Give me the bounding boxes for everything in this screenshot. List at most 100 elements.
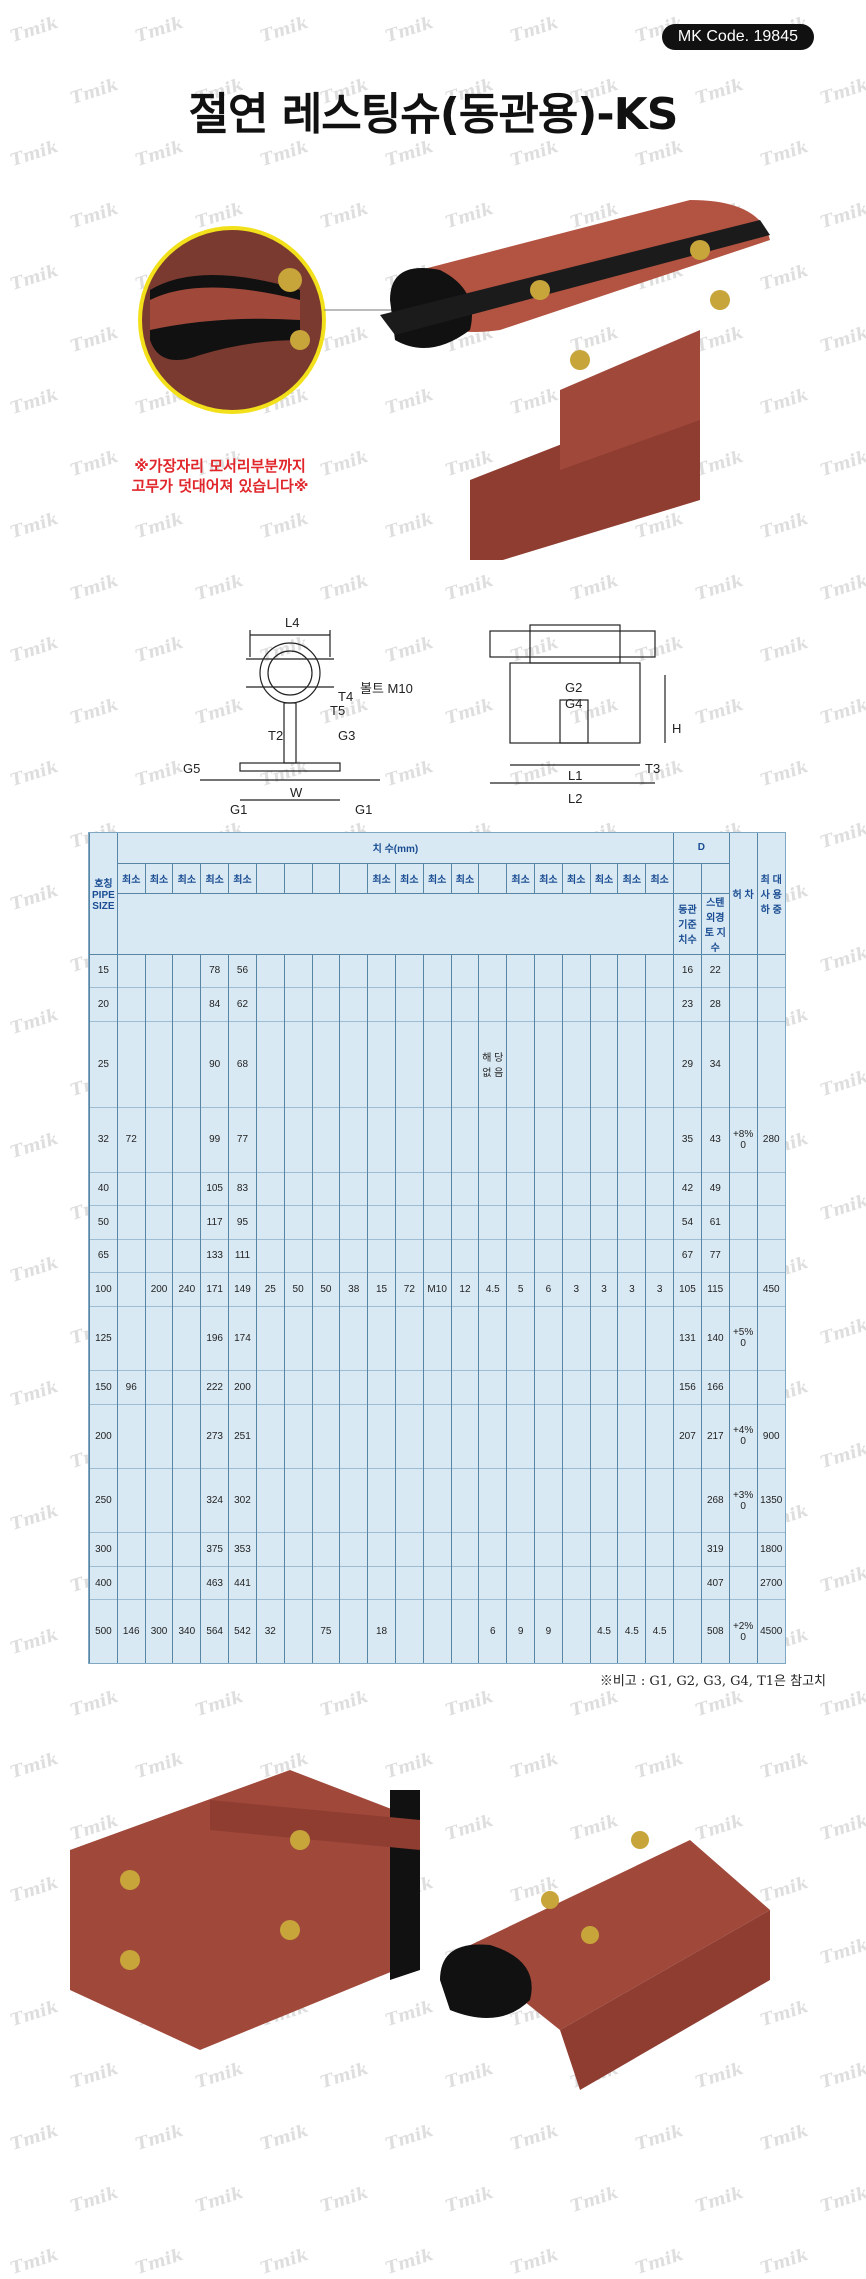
watermark: Tmik: [383, 2244, 436, 2279]
table-cell: [534, 1370, 563, 1405]
table-cell: 196: [200, 1305, 229, 1371]
product-photo-bottom: [70, 1770, 770, 2090]
min-label: [478, 863, 507, 894]
svg-text:T5: T5: [330, 703, 345, 718]
table-cell: [367, 1565, 396, 1600]
watermark: Tmik: [68, 570, 121, 606]
table-cell: 83: [228, 1171, 257, 1206]
table-cell: [534, 1467, 563, 1533]
table-cell: [255, 1403, 285, 1469]
table-cell: [617, 987, 646, 1022]
table-cell: [645, 1467, 674, 1533]
table-cell: [756, 1238, 785, 1273]
table-cell: [339, 1107, 368, 1173]
table-cell: 407: [700, 1565, 730, 1600]
table-cell: 5: [506, 1272, 535, 1307]
table-cell: [283, 953, 312, 988]
table-cell: [172, 1171, 201, 1206]
table-cell: 90: [200, 1020, 229, 1108]
table-cell: [172, 1305, 201, 1371]
table-cell: [506, 1020, 535, 1108]
table-cell: 324: [200, 1467, 229, 1533]
callout-note: ※가장자리 모서리부분까지 고무가 덧대어져 있습니다※: [131, 457, 309, 495]
table-cell: [283, 1565, 312, 1600]
table-cell: [394, 987, 424, 1022]
table-cell: [311, 1020, 340, 1108]
table-cell: [394, 1020, 424, 1108]
table-cell: 508: [700, 1599, 730, 1663]
table-cell: 22: [700, 953, 730, 988]
table-cell: [728, 1565, 757, 1600]
min-label: 최소: [589, 863, 618, 894]
svg-text:G1: G1: [230, 802, 247, 817]
table-cell: [422, 987, 452, 1022]
table-cell: 105: [200, 1171, 229, 1206]
table-cell: [645, 1171, 674, 1206]
table-cell: [589, 1238, 618, 1273]
spec-table: 호칭 PIPE SIZE 치 수(mm) D 허 차 최 대 사 용 하 중 최…: [89, 833, 785, 1663]
table-cell: [311, 1205, 340, 1240]
table-cell: [478, 1107, 507, 1173]
watermark: Tmik: [8, 1004, 61, 1040]
min-label: [339, 863, 368, 894]
table-cell: 375: [200, 1532, 229, 1567]
min-label: 최소: [394, 863, 424, 894]
svg-text:W: W: [290, 785, 303, 800]
table-cell: [561, 1171, 591, 1206]
table-cell: [339, 1305, 368, 1371]
table-cell: [116, 1171, 146, 1206]
remark-note: ※비고 : G1, G2, G3, G4, T1은 참고치: [599, 1674, 826, 1689]
table-cell: [728, 1272, 757, 1307]
table-cell: [589, 987, 618, 1022]
svg-text:L2: L2: [568, 791, 582, 806]
table-cell: 171: [200, 1272, 229, 1307]
size-cell: 25: [89, 1020, 118, 1108]
watermark: Tmik: [818, 1314, 866, 1350]
table-cell: [534, 987, 563, 1022]
table-cell: [506, 1171, 535, 1206]
size-cell: 150: [89, 1370, 118, 1405]
table-cell: [506, 953, 535, 988]
table-cell: [478, 1565, 507, 1600]
table-cell: [311, 987, 340, 1022]
svg-text:G4: G4: [565, 696, 582, 711]
table-cell: [283, 1238, 312, 1273]
table-cell: 38: [339, 1272, 368, 1307]
table-cell: 340: [172, 1599, 201, 1663]
watermark: Tmik: [818, 942, 866, 978]
table-cell: 50: [283, 1272, 312, 1307]
table-cell: [394, 1565, 424, 1600]
table-cell: [561, 953, 591, 988]
svg-text:T2: T2: [268, 728, 283, 743]
table-cell: [728, 1532, 757, 1567]
table-cell: [478, 987, 507, 1022]
table-cell: [283, 1205, 312, 1240]
table-cell: [506, 1532, 535, 1567]
table-cell: [255, 1020, 285, 1108]
table-cell: [394, 1467, 424, 1533]
table-cell: 99: [200, 1107, 229, 1173]
table-cell: [673, 1532, 702, 1567]
table-cell: 34: [700, 1020, 730, 1108]
table-cell: 463: [200, 1565, 229, 1600]
min-label: 최소: [645, 863, 674, 894]
table-cell: [255, 1107, 285, 1173]
svg-text:G3: G3: [338, 728, 355, 743]
table-cell: [422, 1467, 452, 1533]
table-cell: [450, 987, 479, 1022]
table-cell: [116, 1305, 146, 1371]
table-cell: [478, 1305, 507, 1371]
size-cell: 20: [89, 987, 118, 1022]
table-cell: 146: [116, 1599, 146, 1663]
table-cell: [283, 1370, 312, 1405]
min-label: 최소: [506, 863, 535, 894]
table-cell: [728, 1020, 757, 1108]
watermark: Tmik: [8, 2244, 61, 2279]
table-cell: 251: [228, 1403, 257, 1469]
table-cell: [116, 1020, 146, 1108]
watermark: Tmik: [8, 1252, 61, 1288]
